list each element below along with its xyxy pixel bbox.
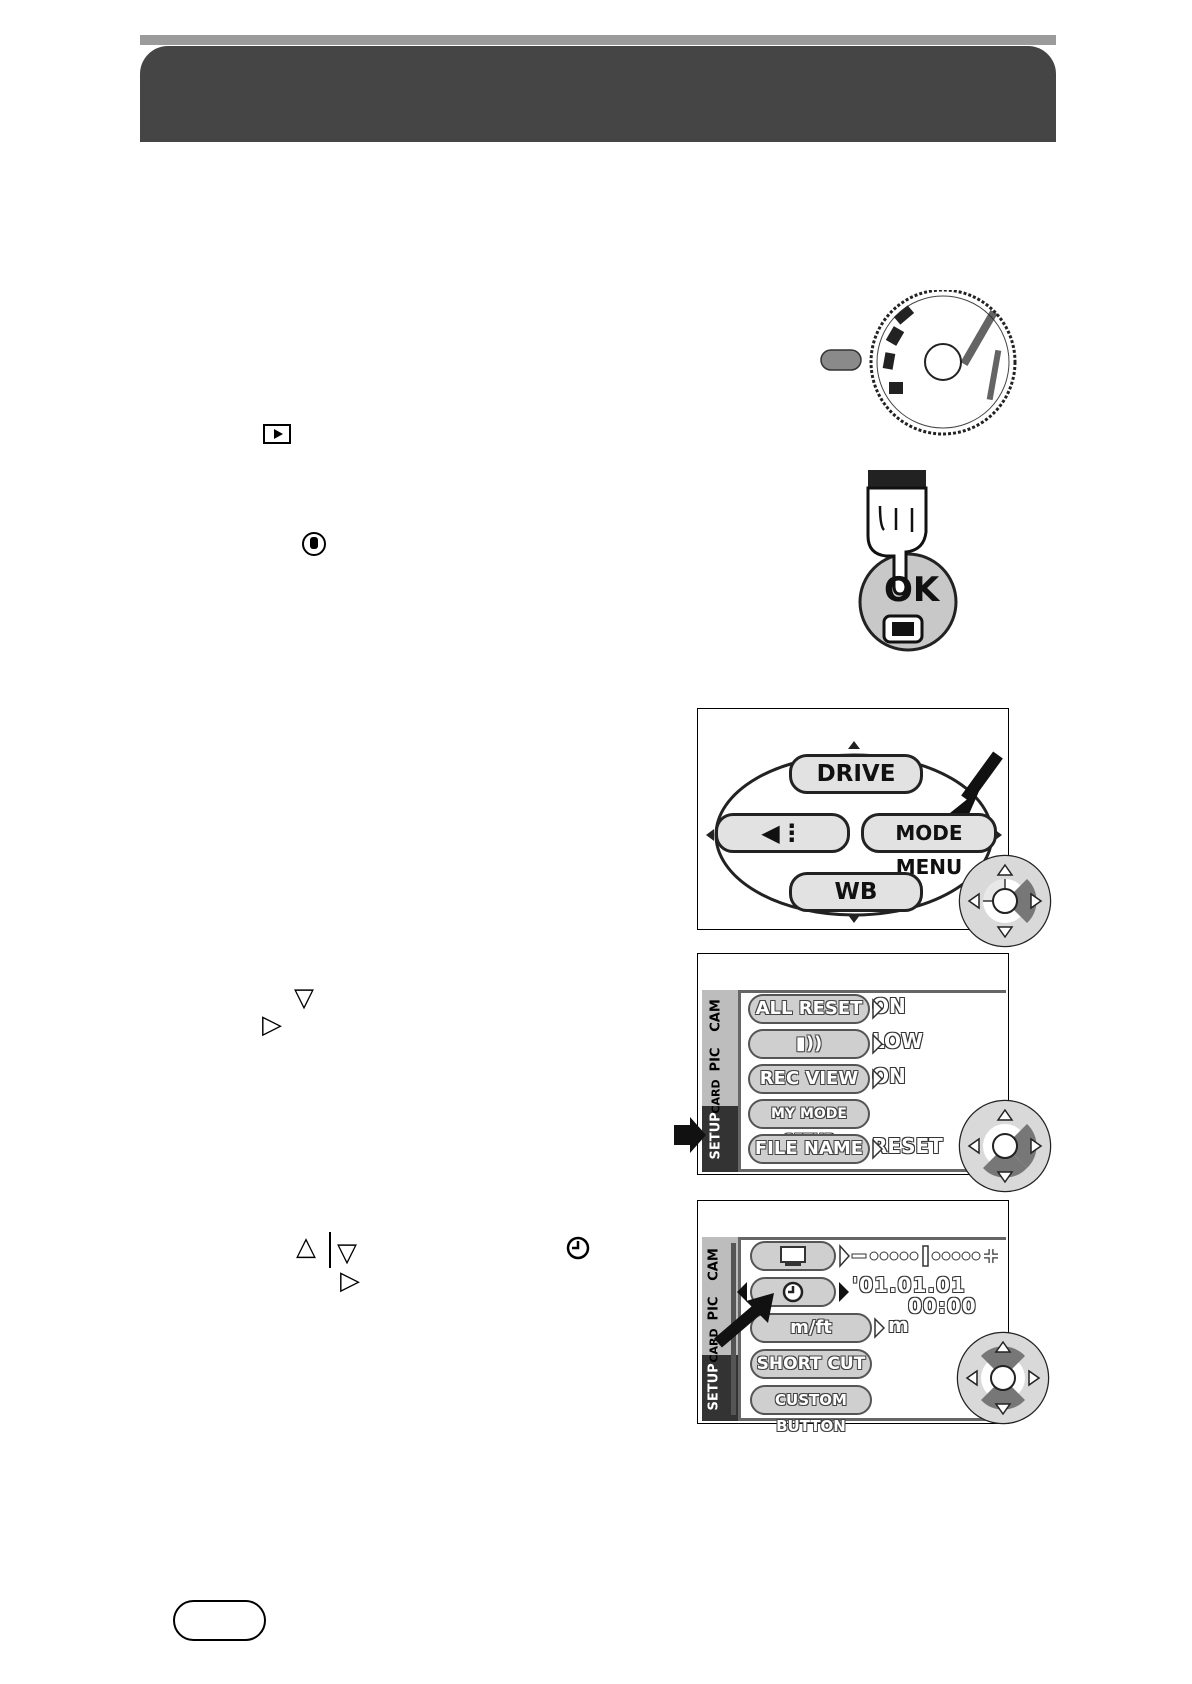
mode-dial-illustration [820, 290, 1017, 436]
monitor-brightness-item[interactable] [750, 1241, 836, 1271]
tab-cam[interactable]: CAM [708, 999, 724, 1032]
custom-button-item[interactable]: CUSTOM BUTTON [750, 1385, 872, 1435]
tab-pic[interactable]: PIC [708, 1047, 724, 1072]
date-value: '01.01.01 [852, 1273, 966, 1297]
down-arrow-icon: ▽ [337, 1238, 357, 1268]
microphone-icon [302, 532, 326, 556]
file-name-value: RESET [872, 1134, 943, 1158]
arrow-pad-down-right-highlight [958, 1099, 1052, 1193]
hand-pressing-ok-illustration [858, 470, 958, 652]
separator [329, 1232, 331, 1268]
units-value: m [888, 1313, 909, 1337]
setup-menu-screen-2: CAM PIC CARD SETUP '01.01.01 00:00 m/ft … [697, 1200, 1009, 1435]
arrow-pad-up-down-highlight [956, 1331, 1050, 1425]
speaker-icon: ▮)) [795, 1033, 823, 1054]
right-arrow-icon [839, 1282, 849, 1302]
tab-setup-active-bg [702, 1106, 738, 1172]
value-arrow [874, 1317, 886, 1339]
tab-cam[interactable]: CAM [706, 1248, 722, 1281]
setup-tab-pointer-arrow [674, 1117, 706, 1153]
playback-icon [263, 424, 291, 444]
monitor-icon [780, 1246, 806, 1266]
flash-option[interactable]: ◀⋮ [715, 813, 850, 853]
setup-menu-screen-1: CAM PIC CARD SETUP ALL RESET ON ▮)) LOW … [697, 953, 1009, 1175]
left-arrow-icon [737, 1282, 747, 1302]
time-value: 00:00 [908, 1294, 977, 1318]
all-reset-item[interactable]: ALL RESET [748, 994, 870, 1024]
right-arrow-icon: ▷ [340, 1266, 360, 1296]
mode-menu-option[interactable]: MODE MENU [861, 813, 997, 879]
wb-option[interactable]: WB [789, 872, 923, 912]
pointer-arrow [714, 1293, 774, 1348]
drive-option[interactable]: DRIVE [789, 754, 923, 794]
brightness-slider[interactable] [838, 1243, 1002, 1269]
arrow-pad-right-highlight [958, 854, 1052, 948]
clock-icon [782, 1281, 804, 1303]
value-arrows [872, 998, 884, 1160]
tab-card[interactable]: CARD [709, 1079, 723, 1114]
page-header-band [140, 46, 1056, 142]
my-mode-setup-item[interactable]: MY MODE SETUP [748, 1099, 870, 1148]
menu-panel [738, 990, 1006, 1172]
right-arrow-icon: ▷ [262, 1010, 282, 1040]
short-cut-item[interactable]: SHORT CUT [750, 1349, 872, 1379]
file-name-item[interactable]: FILE NAME [748, 1134, 870, 1164]
drive-menu-screen: DRIVE ◀⋮ MODE MENU WB [697, 708, 1009, 930]
tab-setup[interactable]: SETUP [706, 1363, 722, 1411]
ok-button-label: OK [884, 570, 940, 610]
header-rule [140, 35, 1056, 45]
tab-setup[interactable]: SETUP [708, 1112, 724, 1160]
up-arrow-icon: △ [296, 1232, 316, 1262]
rec-view-item[interactable]: REC VIEW [748, 1064, 870, 1094]
sound-volume-item[interactable]: ▮)) [748, 1029, 870, 1059]
page-number-oval [173, 1600, 266, 1641]
sound-volume-value: LOW [872, 1029, 924, 1053]
down-arrow-icon: ▽ [294, 983, 314, 1013]
units-item[interactable]: m/ft [750, 1313, 872, 1343]
clock-icon [566, 1236, 590, 1260]
